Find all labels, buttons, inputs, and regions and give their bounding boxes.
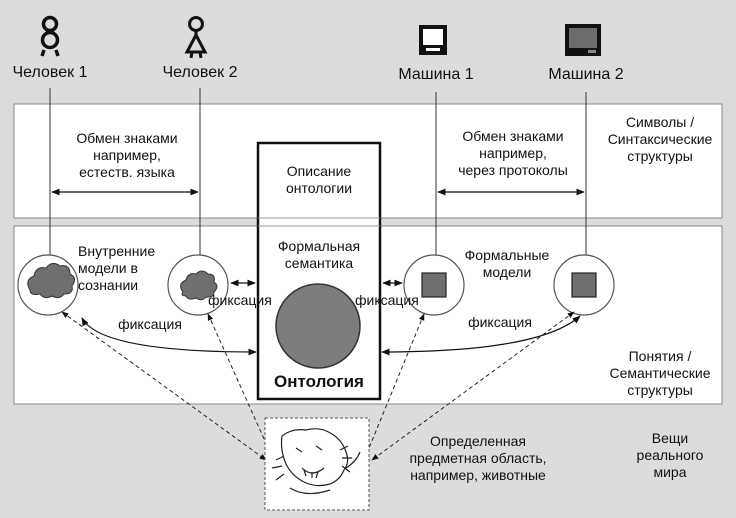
- ontology-title: Онтология: [274, 372, 364, 391]
- actor-lines: [49, 88, 587, 256]
- formal-models-label: Формальные модели: [464, 247, 550, 280]
- ontology-description-label: Описание онтологии: [285, 163, 353, 196]
- male-icon: [184, 16, 208, 59]
- fixation-label: фиксация: [468, 314, 532, 330]
- fixation-label: фиксация: [208, 292, 272, 308]
- internal-models-label: Внутренние модели в сознании: [78, 243, 156, 293]
- domain-box: [264, 417, 370, 511]
- actor-label-human2: Человек 2: [162, 64, 238, 81]
- cloud-icon: [180, 270, 218, 301]
- female-icon: [40, 15, 60, 57]
- symbols-layer-label: Символы / Синтаксические структуры: [607, 114, 713, 164]
- formal-semantics-label: Формальная семантика: [277, 238, 361, 271]
- fixation-label: фиксация: [118, 316, 182, 332]
- machine-exchange-label: Обмен знаками например, через протоколы: [458, 128, 568, 178]
- domain-label: Определенная предметная область, наприме…: [409, 433, 547, 483]
- computer-icon: [419, 25, 447, 55]
- tiger-icon: [271, 428, 361, 495]
- formal-model-square: [421, 272, 447, 298]
- actor-label-machine1: Машина 1: [398, 66, 474, 83]
- cloud-icon: [27, 262, 76, 299]
- computer-icon: [565, 24, 601, 56]
- concepts-layer-label: Понятия / Семантические структуры: [609, 348, 711, 398]
- things-layer-label: Вещи реального мира: [636, 430, 704, 480]
- ontology-circle: [275, 283, 361, 369]
- fixation-label: фиксация: [355, 292, 419, 308]
- formal-model-square: [571, 272, 597, 298]
- actor-label-human1: Человек 1: [12, 64, 88, 81]
- actor-label-machine2: Машина 2: [548, 66, 624, 83]
- human-exchange-label: Обмен знаками например, естеств. языка: [76, 130, 178, 180]
